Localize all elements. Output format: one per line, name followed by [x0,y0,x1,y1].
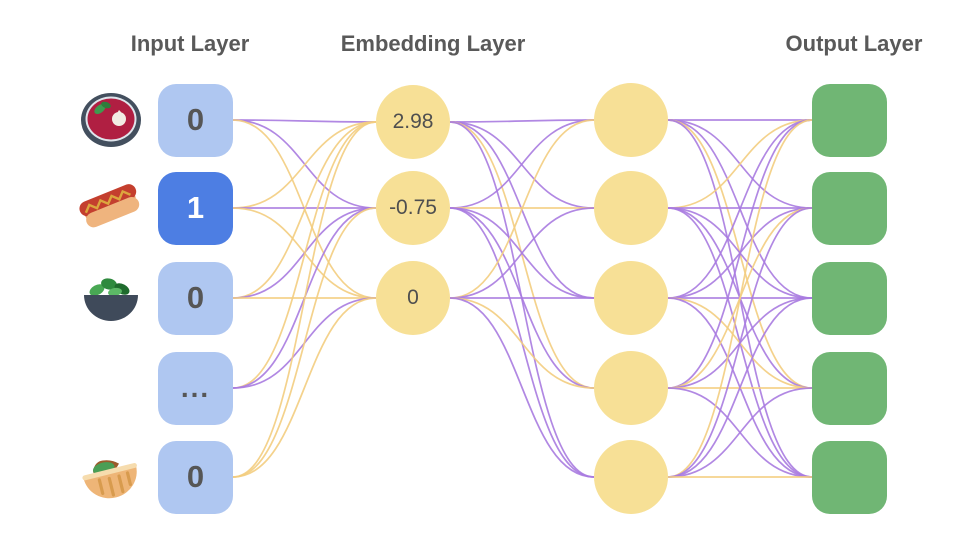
connection-line [449,297,595,389]
input-node-value: ... [180,372,211,403]
embedding-node-value: 0 [407,286,419,309]
input-node-value: 0 [186,459,205,494]
connection-line [667,207,813,478]
connection-line [667,119,813,389]
connection-line [232,297,377,478]
input-node: 0 [158,261,233,335]
connection-line [667,119,813,478]
embedding-node-value: 2.98 [392,110,434,133]
hidden-node [594,440,668,514]
connection-line [232,207,377,478]
connection-line [667,387,813,478]
connection-line [449,119,595,209]
output-node [812,83,887,157]
input-node-value: 0 [186,280,205,315]
connection-line [232,121,377,299]
salad-icon [79,266,143,330]
output-node [812,171,887,245]
connection-line [449,207,595,299]
connection-line [667,119,813,209]
hidden-node [594,351,668,425]
connection-line [232,121,377,389]
connection-line [449,119,595,299]
connection-line [232,121,377,478]
output-node [812,351,887,425]
connection-line [449,297,595,478]
input-node: 1 [158,171,233,245]
input-layer-title: Input Layer [130,31,250,56]
embedding-node: 0 [376,261,450,335]
output-node [812,440,887,514]
connection-line [449,119,595,123]
input-node: 0 [158,83,233,157]
connection-line [667,297,813,478]
connection-line [232,121,377,209]
output-node [812,261,887,335]
embedding-node-value: -0.75 [389,196,437,219]
connection-line [232,119,377,123]
connection-line [667,119,813,299]
hot-dog-icon [79,176,143,240]
input-node: 0 [158,440,233,514]
pita-icon [79,445,143,509]
hidden-node [594,261,668,335]
input-node-value: 1 [186,190,205,225]
embedding-layer-title: Embedding Layer [340,31,526,56]
hidden-node [594,83,668,157]
connection-line [449,121,595,389]
soup-bowl-icon [79,88,143,152]
input-node: ... [158,351,233,425]
embedding-node: 2.98 [376,85,450,159]
output-layer-title: Output Layer [785,31,923,56]
input-node-value: 0 [186,102,205,137]
embedding-node: -0.75 [376,171,450,245]
hidden-node [594,171,668,245]
